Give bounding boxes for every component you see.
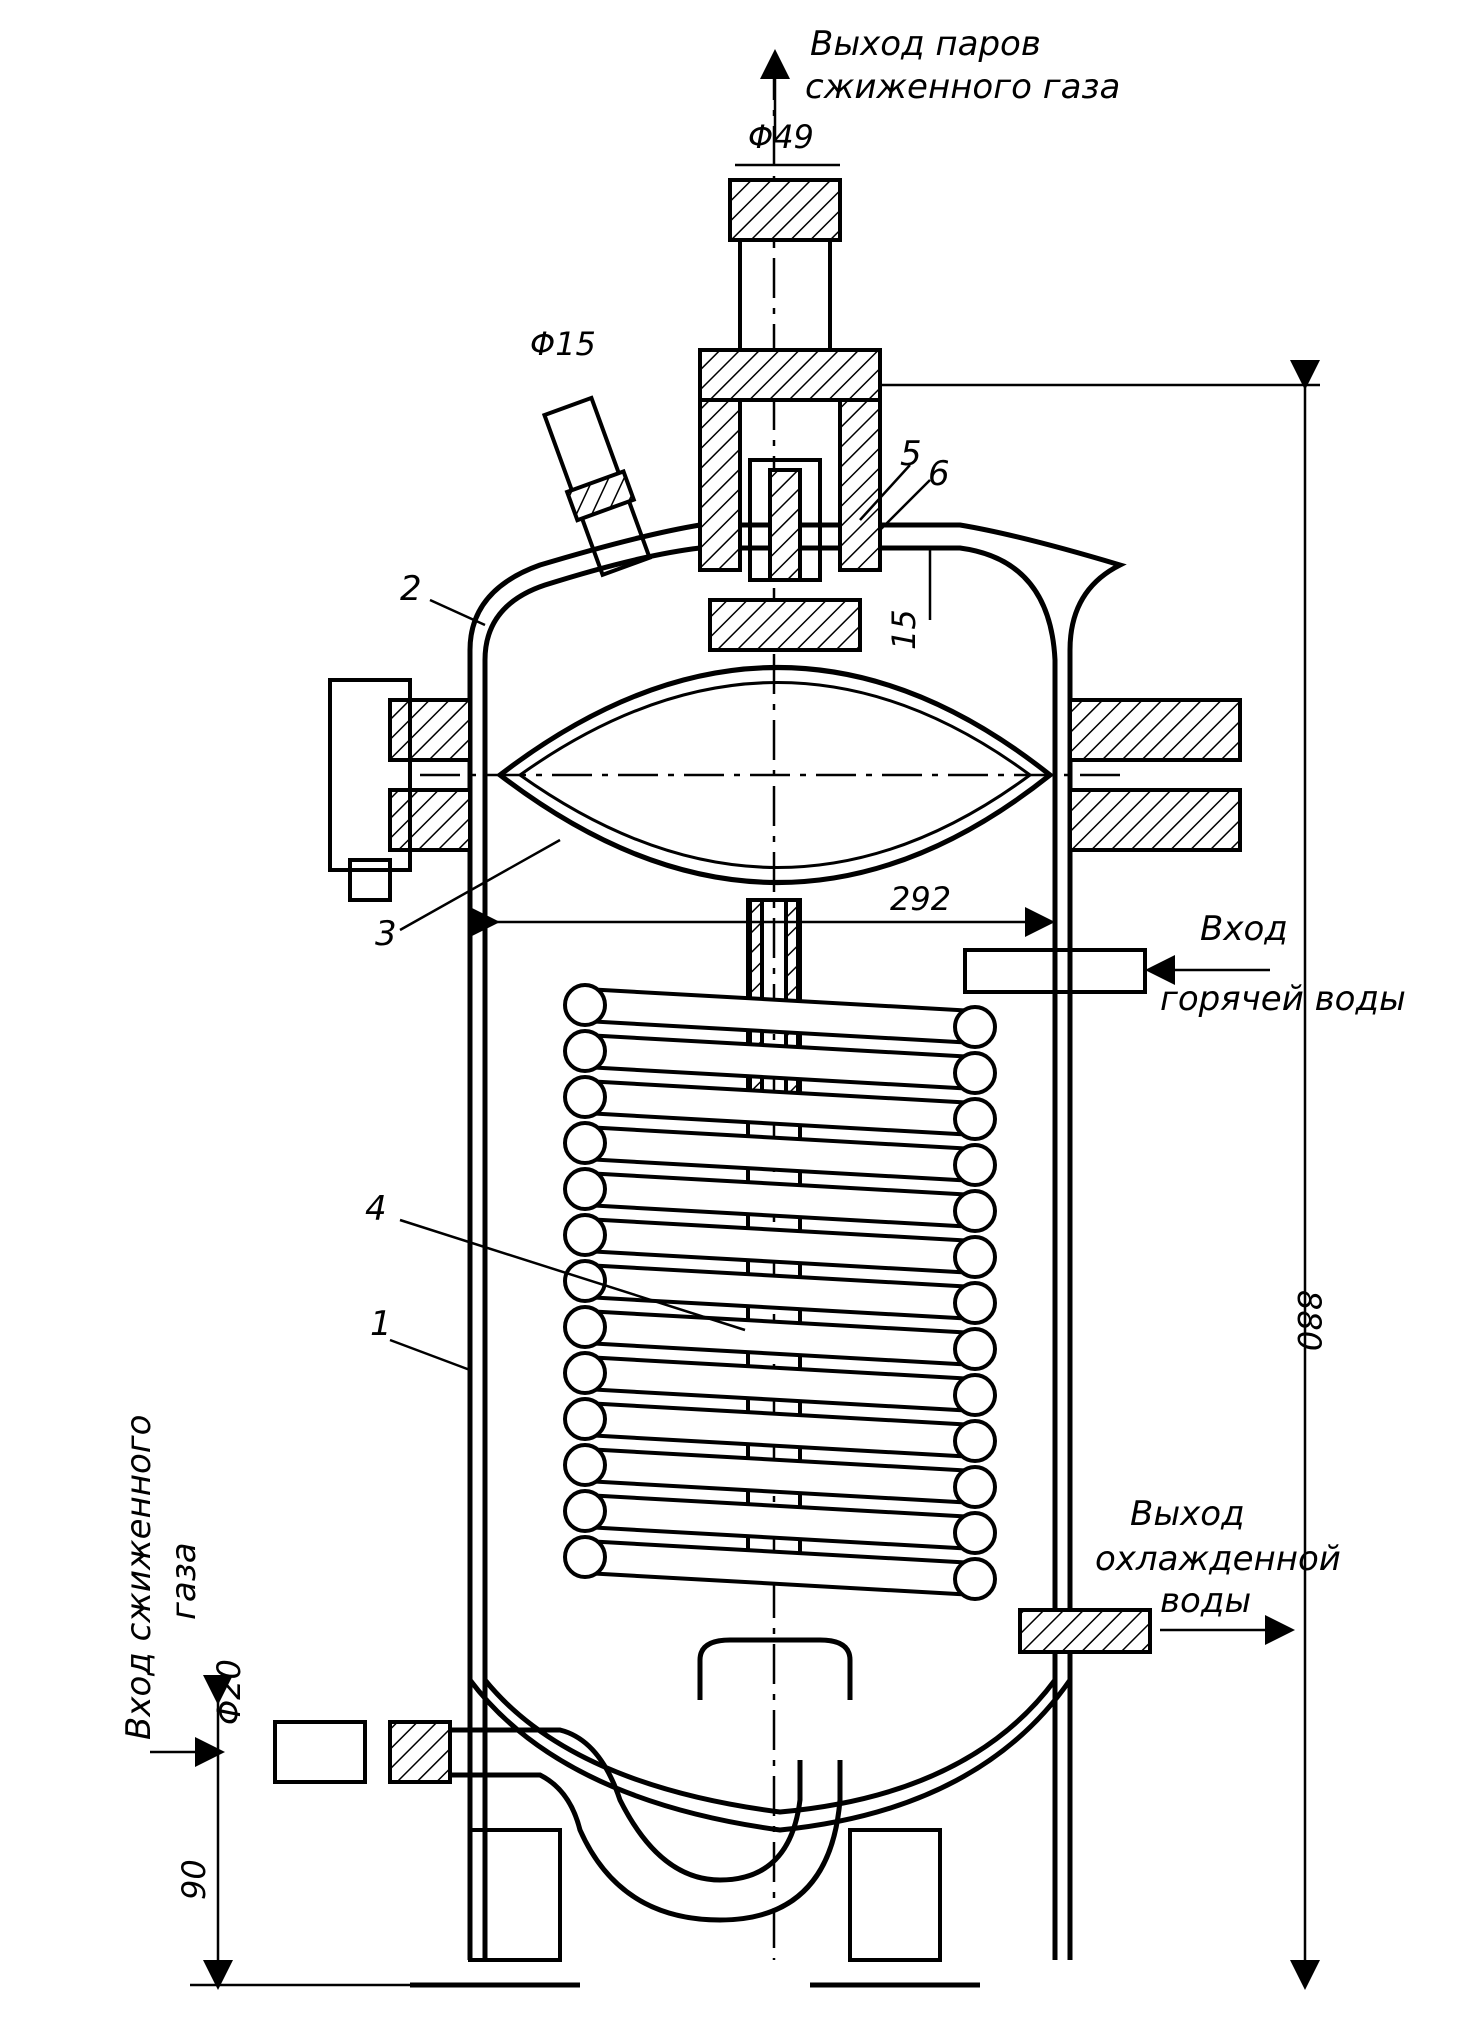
part-number-1: 1 xyxy=(370,1304,392,1344)
coil-cross-section xyxy=(563,1489,607,1533)
flange-right xyxy=(1068,698,1242,852)
leader-lines xyxy=(389,464,931,1372)
side-valve xyxy=(541,395,653,578)
vapor-outlet-nozzle xyxy=(698,178,882,652)
coil-cross-section xyxy=(953,1235,997,1279)
lpg-inlet-label-1: Вход сжиженного xyxy=(119,1415,159,1740)
coil-turn xyxy=(583,1262,977,1322)
coil-cross-section xyxy=(563,1259,607,1303)
coil-cross-section xyxy=(563,983,607,1027)
coil-cross-section xyxy=(563,1121,607,1165)
coil-turn xyxy=(583,1446,977,1506)
valve-diameter: Φ15 xyxy=(530,325,596,363)
coil-cross-section xyxy=(953,1189,997,1233)
part-number-5: 5 xyxy=(900,434,922,474)
part-number-2: 2 xyxy=(400,569,422,609)
coil-cross-section xyxy=(953,1373,997,1417)
coil-turn xyxy=(583,1354,977,1414)
outlet-diameter: Φ49 xyxy=(748,118,814,156)
heating-coil xyxy=(563,983,997,1601)
flange-left xyxy=(328,678,472,902)
hot-water-inlet-label-1: Вход xyxy=(1200,909,1288,949)
coil-turn xyxy=(583,1400,977,1460)
inlet-diameter: Φ20 xyxy=(210,1659,248,1725)
coil-cross-section xyxy=(563,1397,607,1441)
part-number-6: 6 xyxy=(928,454,950,494)
coil-turn xyxy=(583,1308,977,1368)
coil-cross-section xyxy=(953,1281,997,1325)
part-number-3: 3 xyxy=(375,914,397,954)
coil-cross-section xyxy=(953,1511,997,1555)
coil-turn xyxy=(583,1492,977,1552)
coil-cross-section xyxy=(953,1465,997,1509)
coil-cross-section xyxy=(563,1075,607,1119)
hot-water-inlet-label-2: горячей воды xyxy=(1160,979,1406,1019)
coil-cross-section xyxy=(563,1443,607,1487)
part-number-4: 4 xyxy=(365,1189,387,1229)
vapor-outlet-label-2: сжиженного газа xyxy=(805,67,1120,107)
cooled-water-outlet-label-2: охлажденной xyxy=(1095,1539,1341,1579)
cooled-water-outlet-label-3: воды xyxy=(1160,1581,1251,1621)
coil-cross-section xyxy=(953,1143,997,1187)
coil-cross-section xyxy=(953,1419,997,1463)
coil-turn xyxy=(583,1538,977,1598)
lpg-inlet-label-2: газа xyxy=(164,1542,204,1620)
coil-cross-section xyxy=(953,1051,997,1095)
lpg-inlet-pipe xyxy=(273,1720,843,1923)
coil-cross-section xyxy=(563,1535,607,1579)
inlet-height: 90 xyxy=(175,1859,213,1900)
coil-cross-section xyxy=(563,1167,607,1211)
dimension-lines xyxy=(150,49,1320,1990)
support-legs xyxy=(410,1828,980,1988)
coil-cross-section xyxy=(953,1005,997,1049)
coil-turn xyxy=(583,1032,977,1092)
cooled-water-outlet-label-1: Выход xyxy=(1130,1494,1245,1534)
coil-turn xyxy=(583,1170,977,1230)
coil-cross-section xyxy=(563,1213,607,1257)
height-dimension: 880 xyxy=(1290,1290,1328,1351)
inner-width-dimension: 292 xyxy=(890,880,951,918)
coil-cross-section xyxy=(953,1557,997,1601)
gap-dimension: 15 xyxy=(885,609,923,650)
coil-turn xyxy=(583,1216,977,1276)
coil-cross-section xyxy=(563,1029,607,1073)
cooled-water-outlet-pipe xyxy=(1018,1608,1152,1654)
coil-turn xyxy=(583,1124,977,1184)
vapor-outlet-label-1: Выход паров xyxy=(810,24,1041,64)
coil-cross-section xyxy=(563,1351,607,1395)
coil-cross-section xyxy=(953,1327,997,1371)
coil-turn xyxy=(583,1078,977,1138)
coil-cross-section xyxy=(563,1305,607,1349)
coil-turn xyxy=(583,986,977,1046)
coil-cross-section xyxy=(953,1097,997,1141)
